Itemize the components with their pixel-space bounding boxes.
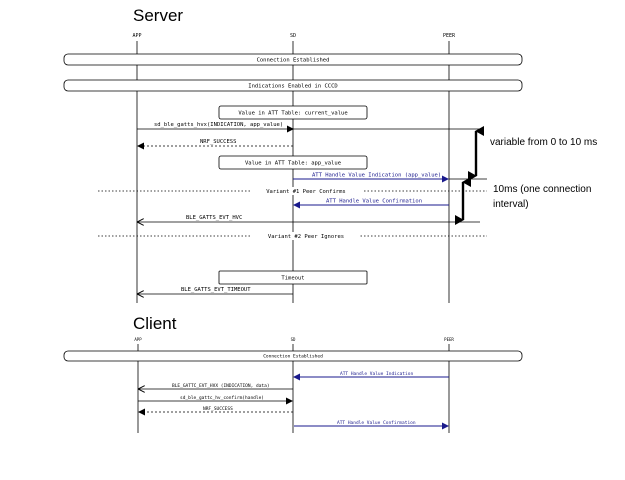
annotation-variable-interval: variable from 0 to 10 ms — [490, 137, 597, 148]
client-heading: Client — [133, 314, 177, 333]
client-message-att-confirmation-label: ATT Handle Value Confirmation — [337, 420, 416, 426]
client-message-att-indication-label: ATT Handle Value Indication — [340, 371, 413, 377]
message-nrf-success-label: NRF_SUCCESS — [200, 139, 236, 145]
client-message-evt-hvx-label: BLE_GATTC_EVT_HVX (INDICATION, data) — [172, 383, 270, 389]
client-message-nrf-success-label: NRF_SUCCESS — [203, 406, 233, 412]
state-box-current-value — [218, 105, 368, 120]
server-heading: Server — [133, 6, 183, 25]
message-evt-timeout-label: BLE_GATTS_EVT_TIMEOUT — [181, 287, 251, 293]
client-banner-connection-established — [63, 350, 523, 362]
banner-connection-established-label: Connection Established — [257, 58, 330, 64]
variant-1-label: Variant #1 Peer Confirms — [266, 189, 345, 195]
client-diagram: Client APP SD PEER Connection Establishe… — [63, 314, 523, 433]
client-message-hv-confirm-label: sd_ble_gattc_hv_confirm(handle) — [180, 395, 264, 401]
message-att-indication-label: ATT Handle Value Indication (app_value) — [312, 173, 441, 179]
client-participant-peer: PEER — [444, 337, 454, 342]
client-participant-app: APP — [134, 337, 142, 342]
client-participant-sd: SD — [291, 337, 296, 342]
state-box-app-value-label: Value in ATT Table: app_value — [245, 161, 341, 167]
state-box-app-value — [218, 155, 368, 170]
participant-peer: PEER — [443, 33, 456, 39]
annotation-connection-interval-line1: 10ms (one connection — [493, 184, 591, 195]
variant-2-label-bg — [252, 232, 360, 240]
state-box-current-value-label: Value in ATT Table: current_value — [238, 111, 347, 117]
banner-indications-enabled — [63, 79, 523, 92]
message-hvx-call-label: sd_ble_gatts_hvx(INDICATION, app_value) — [154, 122, 283, 128]
timeout-box-label: Timeout — [281, 276, 304, 282]
variant-1-label-bg — [250, 187, 362, 195]
participant-sd: SD — [290, 33, 296, 39]
message-att-confirmation-label: ATT Handle Value Confirmation — [326, 199, 422, 205]
banner-indications-enabled-label: Indications Enabled in CCCD — [248, 84, 337, 90]
timeout-box — [218, 270, 368, 285]
participant-app: APP — [132, 33, 141, 39]
message-evt-hvc-label: BLE_GATTS_EVT_HVC — [186, 215, 242, 221]
annotation-connection-interval-line2: interval) — [493, 199, 529, 210]
server-diagram: Server APP SD PEER Connection Establishe… — [63, 6, 597, 303]
banner-connection-established — [63, 53, 523, 66]
client-banner-label: Connection Established — [263, 354, 323, 360]
variant-2-label: Variant #2 Peer Ignores — [268, 234, 344, 240]
